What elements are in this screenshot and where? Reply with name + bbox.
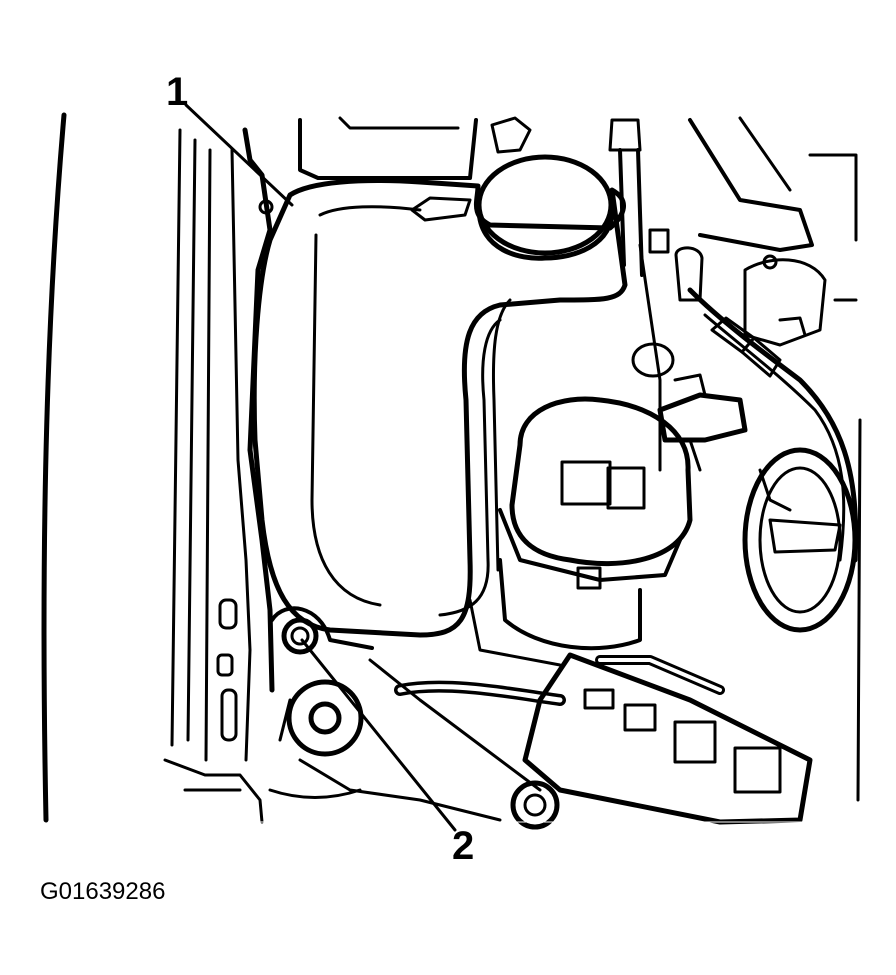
callout-label-1: 1: [166, 70, 189, 114]
fuse-box: [510, 652, 813, 830]
pulley: [742, 447, 858, 633]
leader-lines: [184, 103, 457, 832]
oil-filler-housing: [468, 396, 693, 667]
leader-line-2: [300, 638, 457, 832]
figure-id: G01639286: [40, 878, 166, 905]
mounting-bolt: [270, 606, 374, 655]
cowl-panel: [298, 116, 644, 277]
fender-edge: [41, 112, 212, 823]
lower-structure: [159, 758, 861, 823]
inner-fender-panel: [163, 127, 275, 824]
coolant-reservoir: [251, 178, 628, 638]
engine-block-upper: [631, 116, 862, 802]
mount-grommet: [278, 679, 364, 757]
wiring-harness: [368, 655, 725, 792]
callout-label-2: 2: [452, 824, 475, 868]
leader-line-1: [184, 103, 294, 207]
reservoir-cap: [476, 154, 615, 261]
